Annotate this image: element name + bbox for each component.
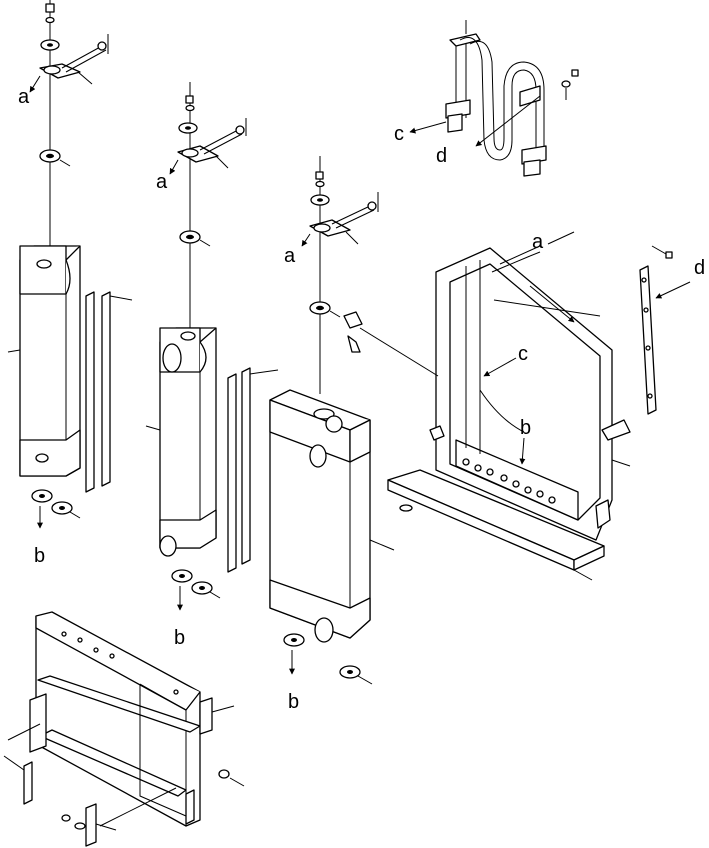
label-a-1: a [18, 86, 30, 108]
frame-bottom-plate [387, 469, 605, 581]
radiator-mount [301, 156, 379, 394]
label-d-1: d [436, 145, 447, 167]
cooler-2-mount [169, 82, 247, 330]
label-b-2: b [174, 627, 185, 649]
cooler-2 [145, 327, 279, 611]
radiator [269, 389, 395, 685]
label-d-2: d [694, 257, 705, 279]
label-b-4: b [520, 417, 531, 439]
cooler-1 [7, 245, 133, 529]
label-b-3: b [288, 691, 299, 713]
label-a-3: a [284, 245, 296, 267]
side-bracket [639, 245, 691, 415]
radiator-frame [343, 231, 631, 541]
label-c-2: c [518, 343, 528, 365]
cooler-1-mount [29, 0, 109, 248]
label-a-4: a [532, 231, 544, 253]
label-a-2: a [156, 171, 168, 193]
lower-guard [3, 611, 245, 847]
label-c-1: c [394, 123, 404, 145]
label-b-1: b [34, 545, 45, 567]
hose-assembly [409, 20, 579, 177]
